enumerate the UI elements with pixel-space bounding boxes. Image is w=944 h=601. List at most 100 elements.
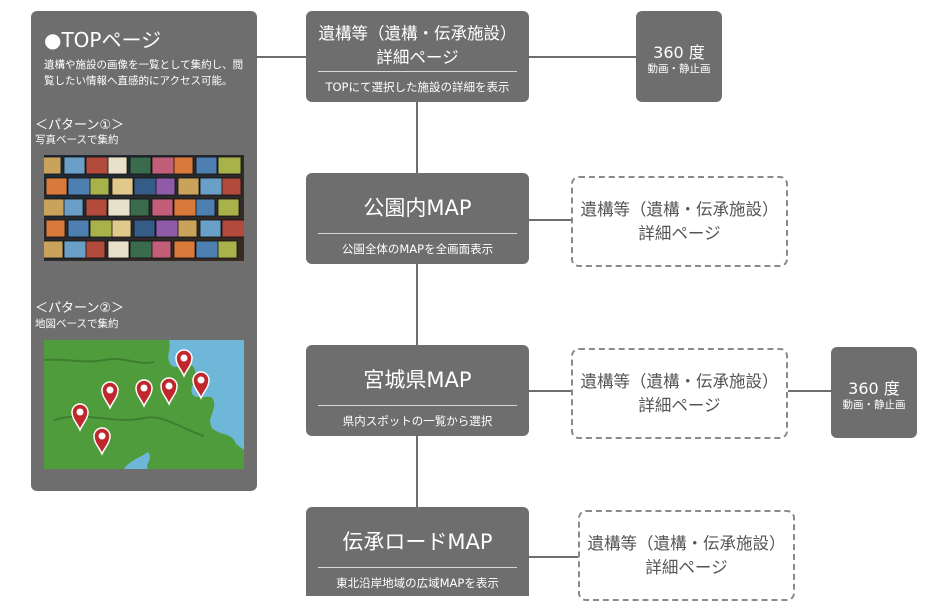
park-detail-dashed-box[interactable]: 遺構等（遺構・伝承施設） 詳細ページ (571, 176, 788, 267)
road-detail-line1: 遺構等（遺構・伝承施設） (587, 533, 786, 553)
park-map-title: 公園内MAP (363, 196, 472, 220)
collage-photo-tile (151, 240, 172, 259)
miyagi-map-divider (318, 405, 517, 406)
top-page-panel: ●TOPページ 遺構や施設の画像を一覧として集約し、閲 覧したい情報へ直感的にア… (31, 11, 257, 491)
collage-photo-tile (221, 177, 242, 196)
map-pin-icon (93, 427, 111, 456)
collage-photo-tile (133, 177, 158, 196)
collage-photo-tile (44, 240, 64, 259)
top-page-title: ●TOPページ (44, 28, 162, 52)
collage-photo-tile (151, 156, 176, 175)
collage-photo-tile (155, 177, 176, 196)
collage-photo-tile (177, 219, 198, 238)
collage-photo-tile (195, 156, 218, 175)
collage-photo-tile (85, 156, 110, 175)
connector-miyagi-detail-to-360 (787, 390, 833, 392)
collage-photo-tile (199, 177, 224, 196)
connector-miyagi-to-detail (529, 390, 572, 392)
connector-detail-to-360 (529, 56, 637, 58)
collage-photo-tile (129, 240, 154, 259)
collage-photo-tile (173, 198, 198, 217)
road-detail-dashed-box[interactable]: 遺構等（遺構・伝承施設） 詳細ページ (578, 510, 795, 601)
top-page-desc-line2: 覧したい情報へ直感的にアクセス可能。 (44, 75, 233, 87)
collage-photo-tile (45, 177, 68, 196)
connector-top-to-detail (256, 56, 306, 58)
detail-top-title-line2: 詳細ページ (376, 48, 459, 67)
collage-photo-tile (63, 198, 84, 217)
view360-top[interactable]: 360 度 動画・静止画 (636, 11, 722, 102)
collage-photo-tile (63, 240, 88, 259)
map-pin-icon (192, 371, 210, 400)
collage-photo-tile (195, 240, 220, 259)
collage-photo-tile (129, 198, 150, 217)
miyagi-detail-dashed-box[interactable]: 遺構等（遺構・伝承施設） 詳細ページ (571, 348, 788, 439)
view360-miyagi[interactable]: 360 度 動画・静止画 (831, 347, 917, 438)
collage-photo-tile (177, 177, 200, 196)
collage-photo-tile (133, 219, 156, 238)
detail-page-top[interactable]: 遺構等（遺構・伝承施設） 詳細ページ TOPにて選択した施設の詳細を表示 (306, 11, 529, 102)
collage-photo-tile (111, 177, 134, 196)
collage-photo-tile (67, 177, 92, 196)
coastal-map-image (44, 340, 244, 469)
top-page-desc-line1: 遺構や施設の画像を一覧として集約し、閲 (44, 59, 244, 71)
connector-park-to-detail (529, 219, 572, 221)
collage-photo-tile (217, 240, 238, 259)
collage-photo-tile (107, 198, 132, 217)
map-pin-icon (71, 403, 89, 432)
map-pin-icon (175, 349, 193, 378)
collage-photo-tile (89, 177, 110, 196)
miyagi-map-subtitle: 県内スポットの一覧から選択 (342, 414, 493, 428)
collage-photo-tile (67, 219, 90, 238)
collage-photo-tile (44, 156, 62, 175)
pattern2-title: ＜パターン②＞ (35, 301, 125, 316)
miyagi-map-title: 宮城県MAP (363, 368, 472, 392)
collage-photo-tile (155, 219, 180, 238)
collage-photo-tile (151, 198, 174, 217)
road-map-divider (318, 567, 517, 568)
collage-photo-tile (195, 198, 216, 217)
map-pin-icon (101, 381, 119, 410)
road-map-box[interactable]: 伝承ロードMAP 東北沿岸地域の広域MAPを表示 (306, 507, 529, 596)
detail-top-divider (318, 71, 517, 72)
collage-photo-tile (45, 219, 66, 238)
collage-photo-tile (85, 240, 106, 259)
map-pin-icon (160, 377, 178, 406)
collage-photo-tile (107, 156, 128, 175)
road-map-subtitle: 東北沿岸地域の広域MAPを表示 (336, 576, 499, 590)
collage-photo-tile (217, 156, 242, 175)
detail-top-title-line1: 遺構等（遺構・伝承施設） (318, 24, 517, 43)
photo-collage-image (44, 155, 244, 261)
park-detail-line2: 詳細ページ (638, 223, 721, 243)
road-map-title: 伝承ロードMAP (342, 530, 493, 554)
collage-photo-tile (173, 156, 194, 175)
collage-photo-tile (44, 198, 66, 217)
connector-vertical (416, 102, 418, 510)
collage-photo-tile (221, 219, 244, 238)
connector-road-to-detail (529, 556, 579, 558)
collage-photo-tile (89, 219, 114, 238)
collage-photo-tile (173, 240, 196, 259)
road-detail-line2: 詳細ページ (645, 557, 728, 577)
detail-top-subtitle: TOPにて選択した施設の詳細を表示 (325, 80, 510, 94)
pattern2-desc: 地図ベースで集約 (35, 318, 119, 330)
collage-photo-tile (107, 240, 130, 259)
miyagi-detail-line2: 詳細ページ (638, 395, 721, 415)
collage-photo-tile (85, 198, 108, 217)
collage-photo-tile (217, 198, 240, 217)
collage-photo-tile (199, 219, 222, 238)
park-map-divider (318, 233, 517, 234)
park-map-subtitle: 公園全体のMAPを全画面表示 (341, 242, 494, 256)
miyagi-detail-line1: 遺構等（遺構・伝承施設） (580, 371, 779, 391)
view360-top-line2: 動画・静止画 (647, 63, 711, 75)
collage-photo-tile (129, 156, 152, 175)
map-pin-icon (135, 379, 153, 408)
view360-miyagi-line2: 動画・静止画 (842, 399, 906, 411)
park-map-box[interactable]: 公園内MAP 公園全体のMAPを全画面表示 (306, 173, 529, 264)
collage-photo-tile (111, 219, 132, 238)
pattern1-title: ＜パターン①＞ (35, 118, 125, 133)
park-detail-line1: 遺構等（遺構・伝承施設） (580, 199, 779, 219)
miyagi-map-box[interactable]: 宮城県MAP 県内スポットの一覧から選択 (306, 345, 529, 436)
view360-miyagi-line1: 360 度 (848, 379, 900, 398)
pattern1-desc: 写真ベースで集約 (35, 134, 119, 146)
collage-photo-tile (63, 156, 86, 175)
